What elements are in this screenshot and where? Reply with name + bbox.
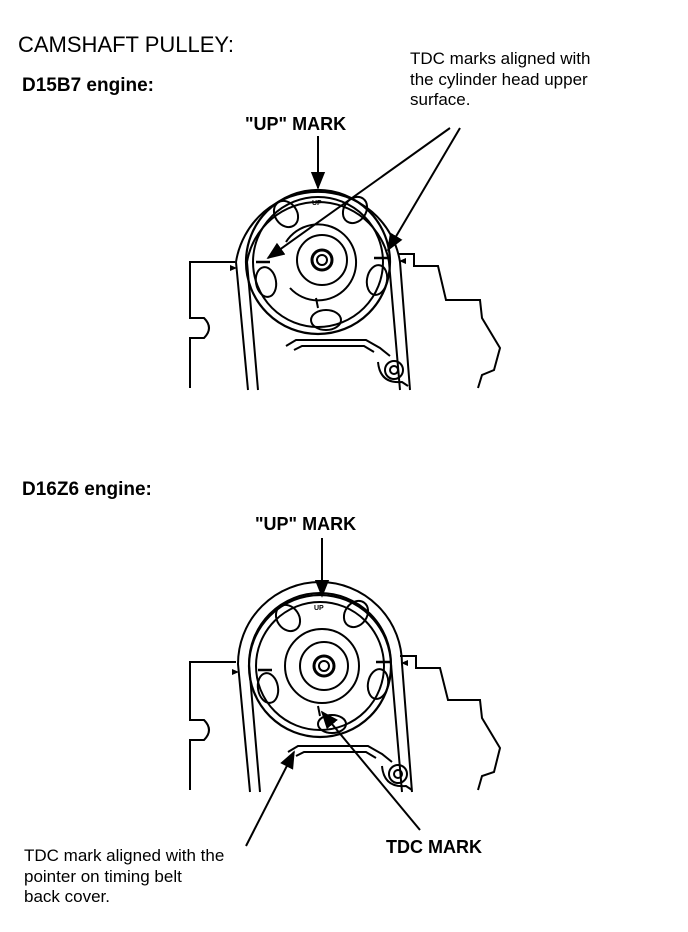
- d16z6-tdc-mark-label: TDC MARK: [386, 837, 482, 857]
- d15b7-hub-bolt-hole: [316, 254, 328, 266]
- d16z6-hole: [366, 668, 390, 700]
- d16z6-pointer-note-line-2: pointer on timing belt: [24, 866, 182, 886]
- d16z6-pointer-note-line-3: back cover.: [24, 887, 110, 907]
- d16z6-timing-belt: [236, 581, 413, 793]
- d16z6-engine-label: D16Z6 engine:: [22, 479, 152, 500]
- d15b7-tensioner-bolt-inner: [389, 365, 399, 375]
- d16z6-head-outline-right: [400, 655, 502, 791]
- d16z6-hole: [342, 599, 370, 629]
- d15b7-tdc-note-line-3: surface.: [410, 90, 471, 110]
- d15b7-tensioner-bolt: [384, 360, 404, 380]
- d15b7-pulley-rim: [244, 188, 392, 336]
- d15b7-tdc-arrow-right: [387, 127, 461, 252]
- d16z6-tdc-mark-tick: [317, 705, 321, 717]
- d16z6-hole: [256, 672, 280, 704]
- d15b7-mark-tick: [315, 297, 319, 309]
- d15b7-head-outline-left: [189, 261, 235, 388]
- d16z6-pulley-assembly: [189, 581, 502, 793]
- d15b7-hub-bolt: [310, 248, 334, 272]
- d16z6-tensioner-bracket: [381, 765, 413, 791]
- d16z6-belt-mark-right: [401, 660, 408, 666]
- d16z6-tdc-mark-arrow: [320, 710, 421, 831]
- d16z6-hub-bolt: [312, 654, 336, 678]
- d15b7-timing-belt-inner: [245, 201, 401, 391]
- d16z6-hub-boss: [299, 641, 349, 691]
- d15b7-tdc-note-line-2: the cylinder head upper: [410, 69, 588, 89]
- d16z6-up-mark-label: "UP" MARK: [255, 514, 357, 534]
- d15b7-pulley-rim-inner: [252, 196, 384, 328]
- d16z6-pulley-up-text: UP: [314, 605, 324, 612]
- d16z6-pointer-note: TDC mark aligned with the pointer on tim…: [24, 846, 224, 908]
- d16z6-hole: [274, 603, 302, 633]
- d15b7-tdc-note: TDC marks aligned with the cylinder head…: [410, 49, 590, 111]
- d15b7-pulley-hub-ring: [285, 223, 358, 302]
- d15b7-hole: [365, 264, 389, 296]
- d15b7-hub-boss: [296, 234, 348, 286]
- d16z6-tensioner-bolt: [388, 764, 408, 784]
- d15b7-hole: [341, 195, 369, 225]
- d16z6-back-cover-pointer: [287, 745, 393, 763]
- d16z6-head-outline-left: [189, 661, 236, 790]
- d15b7-tdc-note-line-1: TDC marks aligned with: [410, 49, 591, 68]
- d15b7-engine-label: D15B7 engine:: [22, 75, 154, 96]
- d15b7-head-outline-right: [398, 253, 502, 389]
- page-title: CAMSHAFT PULLEY:: [18, 32, 234, 57]
- d15b7-back-cover-pointer: [285, 339, 391, 357]
- d15b7-tensioner-bracket: [377, 361, 409, 387]
- d15b7-pulley-up-text: UP: [312, 200, 322, 207]
- d16z6-tensioner-bolt-inner: [393, 769, 403, 779]
- d15b7-belt-mark-right: [399, 258, 406, 264]
- d15b7-tdc-arrow-left: [266, 127, 451, 260]
- d16z6-hub-bolt-hole: [318, 660, 330, 672]
- d16z6-belt-mark-left: [232, 669, 239, 675]
- d15b7-belt-mark-left: [230, 265, 237, 271]
- d15b7-hole: [254, 266, 278, 298]
- d15b7-pulley-assembly: [189, 188, 502, 391]
- d16z6-pointer-note-line-1: TDC mark aligned with the: [24, 846, 225, 865]
- d16z6-pointer-arrow: [245, 750, 295, 847]
- d16z6-hub-ring: [284, 628, 360, 704]
- d15b7-hole: [272, 199, 300, 229]
- d15b7-hole: [310, 309, 342, 331]
- d15b7-up-mark-label: "UP" MARK: [245, 114, 347, 134]
